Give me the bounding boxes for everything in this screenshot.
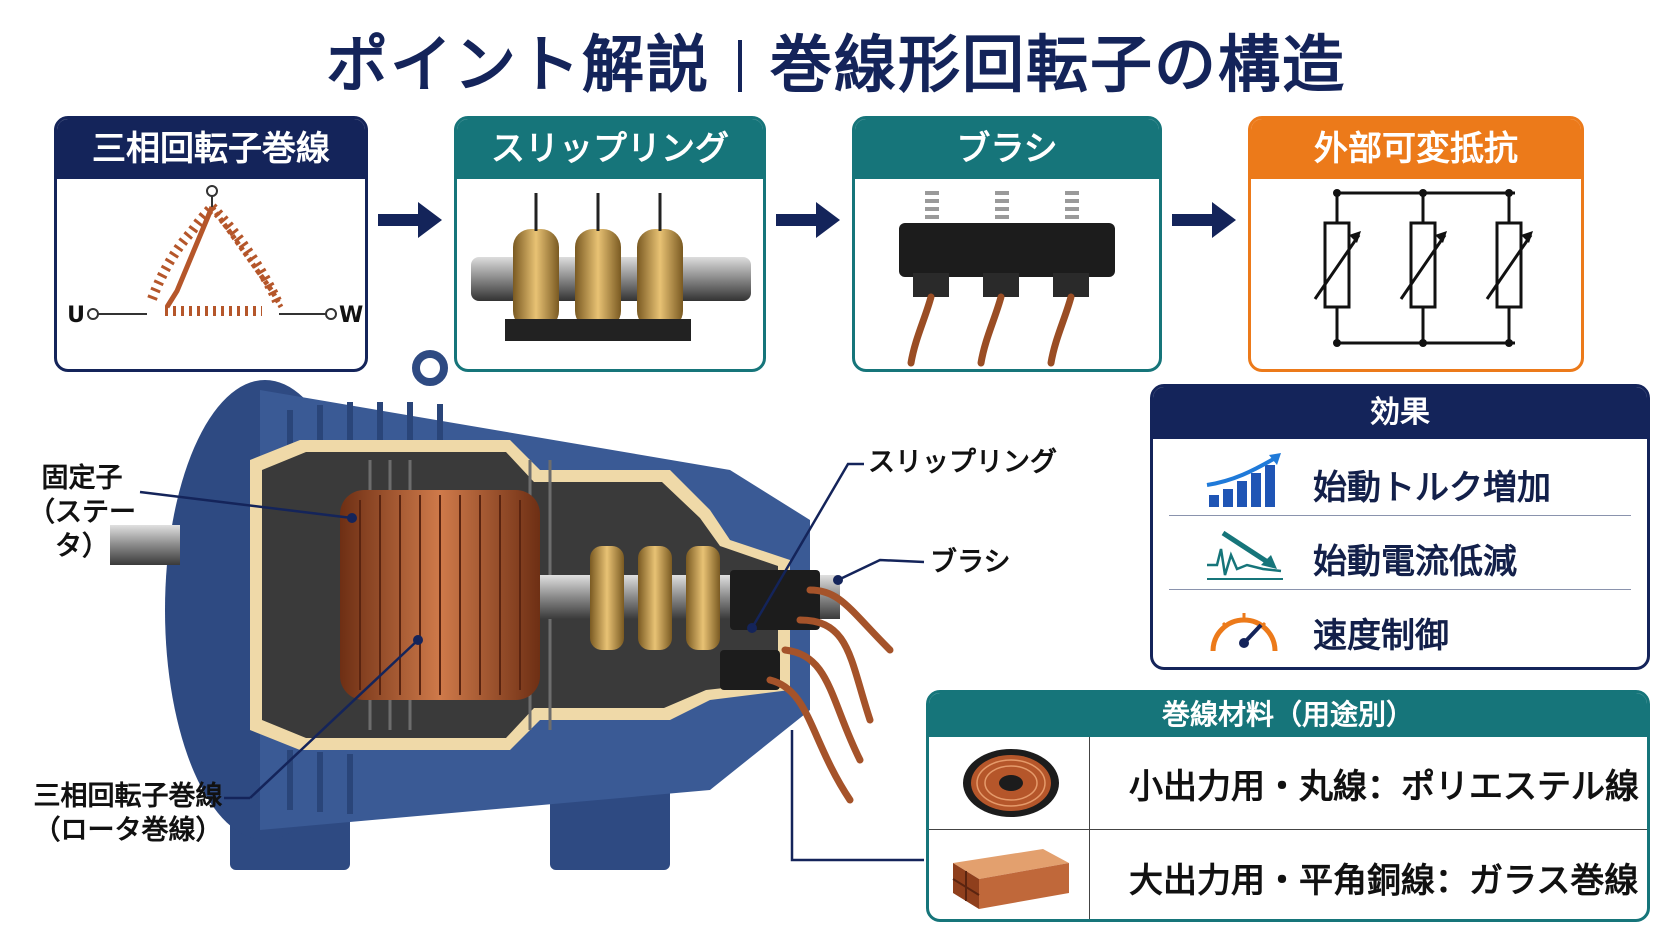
delta-winding-diagram: U W: [67, 185, 363, 328]
page-title: ポイント解説巻線形回転子の構造: [0, 14, 1672, 104]
label-rotor-line2: （ロータ巻線）: [33, 815, 223, 846]
effects-divider-1: [1169, 515, 1631, 516]
title-part1: ポイント解説: [325, 28, 710, 101]
effect-label-speed: 速度制御: [1313, 616, 1449, 656]
card-variable-resistor-header: 外部可変抵抗: [1251, 119, 1581, 179]
material-label-flat-wire: 大出力用・平角銅線：ガラス巻線: [1129, 861, 1639, 901]
materials-vertical-divider: [1089, 737, 1090, 919]
effects-divider-2: [1169, 589, 1631, 590]
speedometer-icon: [1210, 613, 1278, 652]
label-stator-line1: 固定子: [41, 463, 123, 494]
variable-resistor-diagram: [1313, 189, 1533, 347]
flow-arrow-3: [1172, 202, 1236, 238]
effect-item-current: 始動電流低減: [1153, 517, 1647, 591]
label-stator: 固定子 （ステータ）: [20, 462, 144, 564]
terminal-u: U: [67, 303, 85, 328]
card-rotor-winding-header: 三相回転子巻線: [57, 119, 365, 179]
title-part2: 巻線形回転子の構造: [770, 28, 1347, 101]
materials-header: 巻線材料（用途別）: [929, 693, 1647, 737]
card-brush: ブラシ: [852, 116, 1162, 372]
terminal-w: W: [339, 303, 363, 328]
card-slip-ring: スリップリング: [454, 116, 766, 372]
card-brush-header: ブラシ: [855, 119, 1159, 179]
bar-chart-up-icon: [1206, 453, 1281, 507]
flat-copper-bar-icon: [952, 849, 1069, 909]
label-slip-ring: スリップリング: [868, 447, 1057, 478]
label-rotor-line1: 三相回転子巻線: [33, 781, 223, 812]
label-rotor-winding: 三相回転子巻線 （ロータ巻線）: [28, 780, 228, 848]
materials-horizontal-divider: [929, 829, 1647, 830]
brush-illustration: [899, 191, 1115, 367]
title-separator: [738, 40, 742, 92]
slip-ring-illustration: [471, 193, 751, 341]
material-label-round-wire: 小出力用・丸線：ポリエステル線: [1129, 767, 1639, 807]
effect-item-speed: 速度制御: [1153, 591, 1647, 665]
effects-panel: 効果 始動トルク増加 始動電流低減 速度制御: [1150, 384, 1650, 670]
effect-label-current: 始動電流低減: [1313, 542, 1517, 582]
card-variable-resistor: 外部可変抵抗: [1248, 116, 1584, 372]
wire-spool-icon: [963, 749, 1059, 817]
card-slip-ring-header: スリップリング: [457, 119, 763, 179]
effect-label-torque: 始動トルク増加: [1313, 468, 1551, 508]
flow-arrow-2: [776, 202, 840, 238]
card-rotor-winding: 三相回転子巻線 U W: [54, 116, 368, 372]
current-down-icon: [1207, 530, 1283, 580]
label-stator-line2: （ステータ）: [28, 497, 136, 562]
effect-item-torque: 始動トルク増加: [1153, 443, 1647, 517]
effects-header: 効果: [1153, 387, 1647, 439]
label-brush: ブラシ: [930, 547, 1011, 578]
materials-panel: 巻線材料（用途別） 小出力用・丸線：ポリエステル線 大出力用・平角銅線：ガラス巻…: [926, 690, 1650, 922]
flow-arrow-1: [378, 202, 442, 238]
